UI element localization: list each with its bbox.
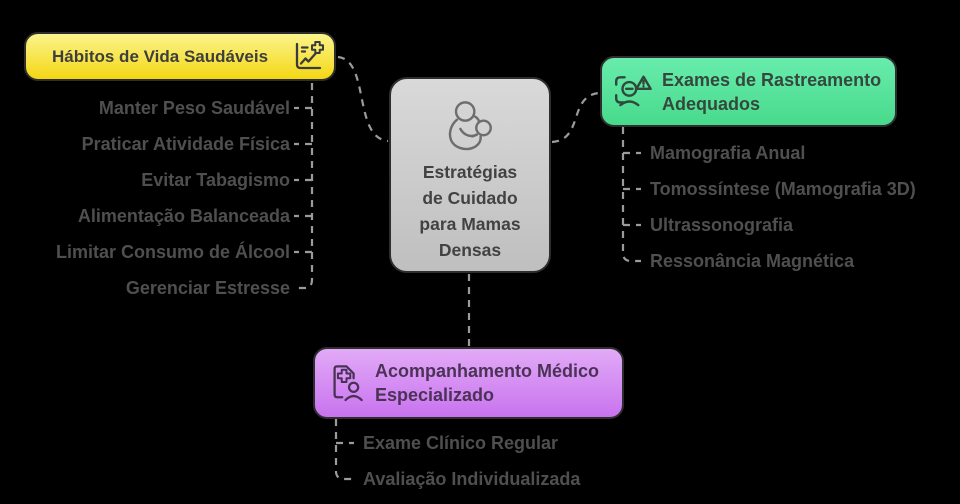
center-node[interactable]: Estratégias de Cuidado para Mamas Densas xyxy=(389,77,551,273)
center-node-label: Estratégias de Cuidado para Mamas Densas xyxy=(419,162,521,260)
followup-node-label: Acompanhamento Médico Especializado xyxy=(375,361,600,405)
habits-item[interactable]: Gerenciar Estresse xyxy=(125,278,290,298)
habits-item[interactable]: Manter Peso Saudável xyxy=(98,98,290,118)
exams-item-list: Mamografia Anual Tomossíntese (Mamografi… xyxy=(650,135,950,279)
rail-followup xyxy=(334,419,354,481)
exams-item[interactable]: Mamografia Anual xyxy=(650,143,806,163)
mother-and-baby-icon xyxy=(444,99,496,153)
connector-habits-to-center xyxy=(337,55,389,143)
health-chart-plus-icon xyxy=(290,39,326,75)
exams-item[interactable]: Ultrassonografia xyxy=(650,215,794,235)
exams-item[interactable]: Ressonância Magnética xyxy=(650,251,855,271)
habits-node[interactable]: Hábitos de Vida Saudáveis xyxy=(24,32,336,81)
followup-node[interactable]: Acompanhamento Médico Especializado xyxy=(313,347,624,419)
scan-alert-icon xyxy=(612,73,654,111)
habits-item[interactable]: Alimentação Balanceada xyxy=(77,206,290,226)
habits-item[interactable]: Praticar Atividade Física xyxy=(81,134,290,154)
followup-item[interactable]: Avaliação Individualizada xyxy=(363,469,581,489)
medical-report-user-icon xyxy=(327,362,365,404)
rail-exams xyxy=(621,127,641,263)
followup-item-list: Exame Clínico Regular Avaliação Individu… xyxy=(363,425,663,497)
followup-item[interactable]: Exame Clínico Regular xyxy=(363,433,559,453)
connector-center-to-exams xyxy=(551,91,600,144)
exams-node-label: Exames de Rastreamento Adequados xyxy=(662,69,882,114)
exams-item[interactable]: Tomossíntese (Mamografia 3D) xyxy=(650,179,916,199)
exams-node[interactable]: Exames de Rastreamento Adequados xyxy=(600,56,897,127)
habits-item-list: Manter Peso Saudável Praticar Atividade … xyxy=(0,90,290,306)
habits-item[interactable]: Evitar Tabagismo xyxy=(141,170,290,190)
rail-habits xyxy=(293,83,314,290)
habits-item[interactable]: Limitar Consumo de Álcool xyxy=(55,242,290,262)
habits-node-label: Hábitos de Vida Saudáveis xyxy=(52,46,269,66)
